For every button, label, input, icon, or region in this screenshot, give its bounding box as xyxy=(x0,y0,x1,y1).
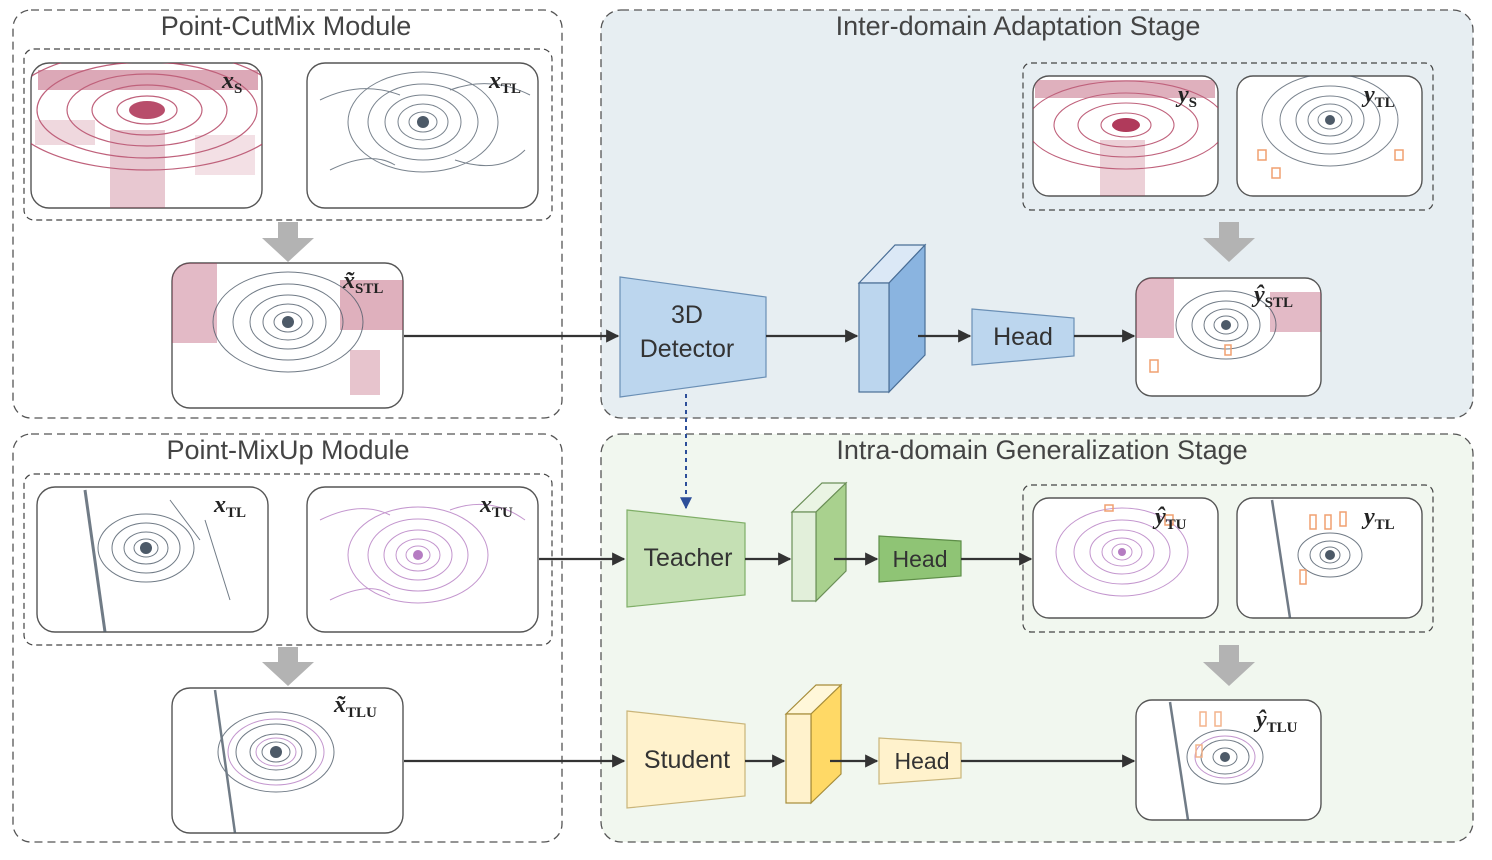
head-block-teacher xyxy=(878,535,962,583)
label-x-s: xS xyxy=(221,68,242,97)
head-label-student: Head xyxy=(895,748,950,774)
teacher-label: Teacher xyxy=(644,544,733,572)
head-label-teacher: Head xyxy=(893,546,948,572)
detector-label-line2: Detector xyxy=(640,335,734,363)
label-x-tu: xTU xyxy=(479,492,513,521)
cutmix-input-group xyxy=(23,48,553,221)
teacher-block xyxy=(626,509,746,608)
feature-cube-teacher xyxy=(790,481,848,603)
point-cloud-x-s xyxy=(30,62,263,209)
detector-block xyxy=(619,276,767,398)
point-cutmix-module-title: Point-CutMix Module xyxy=(161,11,412,41)
down-arrow-cutmix xyxy=(262,222,314,262)
point-cloud-x-tl xyxy=(306,62,539,209)
feature-cube-inter xyxy=(857,243,927,394)
label-cloud-y-stl xyxy=(1135,277,1322,397)
point-cloud-x-tu xyxy=(306,486,539,633)
label-y-tu: ŷTU xyxy=(1152,504,1187,533)
student-label: Student xyxy=(644,746,730,774)
label-y-stl: ŷSTL xyxy=(1251,282,1293,311)
label-cloud-y-tlu xyxy=(1135,699,1322,821)
label-x-tl: xTL xyxy=(488,68,521,97)
label-x-tl-mixup: xTL xyxy=(213,492,246,521)
head-block-student xyxy=(878,737,962,785)
label-cloud-y-tl xyxy=(1236,75,1423,197)
inter-label-group xyxy=(1022,62,1434,211)
label-cloud-y-tu xyxy=(1032,497,1219,619)
point-mixup-module-panel xyxy=(12,433,563,843)
point-cloud-x-stl xyxy=(171,262,404,409)
down-arrow-inter-labels xyxy=(1203,222,1255,262)
head-block-inter xyxy=(971,308,1075,366)
label-cloud-y-tl-intra xyxy=(1236,497,1423,619)
point-mixup-module-title: Point-MixUp Module xyxy=(166,435,409,465)
feature-cube-student xyxy=(784,683,843,805)
point-cutmix-module-panel xyxy=(12,9,563,419)
mixup-input-group xyxy=(23,473,553,646)
student-block xyxy=(626,710,746,809)
down-arrow-mixup xyxy=(262,647,314,686)
inter-domain-stage-title: Inter-domain Adaptation Stage xyxy=(836,11,1201,41)
detector-label-line1: 3D xyxy=(671,301,703,329)
label-y-s: yS xyxy=(1175,82,1197,111)
label-x-stl: x̃STL xyxy=(342,268,383,297)
label-y-tlu: ŷTLU xyxy=(1253,707,1298,736)
intra-domain-stage-title: Intra-domain Generalization Stage xyxy=(836,435,1247,465)
label-y-tl-intra: yTL xyxy=(1361,504,1395,533)
point-cloud-x-tlu xyxy=(171,687,404,834)
head-label-inter: Head xyxy=(993,323,1053,351)
label-cloud-y-s xyxy=(1032,75,1219,197)
label-x-tlu: x̃TLU xyxy=(333,692,377,721)
point-cloud-x-tl-mixup xyxy=(36,486,269,633)
down-arrow-intra-labels xyxy=(1203,645,1255,686)
label-y-tl: yTL xyxy=(1361,82,1395,111)
